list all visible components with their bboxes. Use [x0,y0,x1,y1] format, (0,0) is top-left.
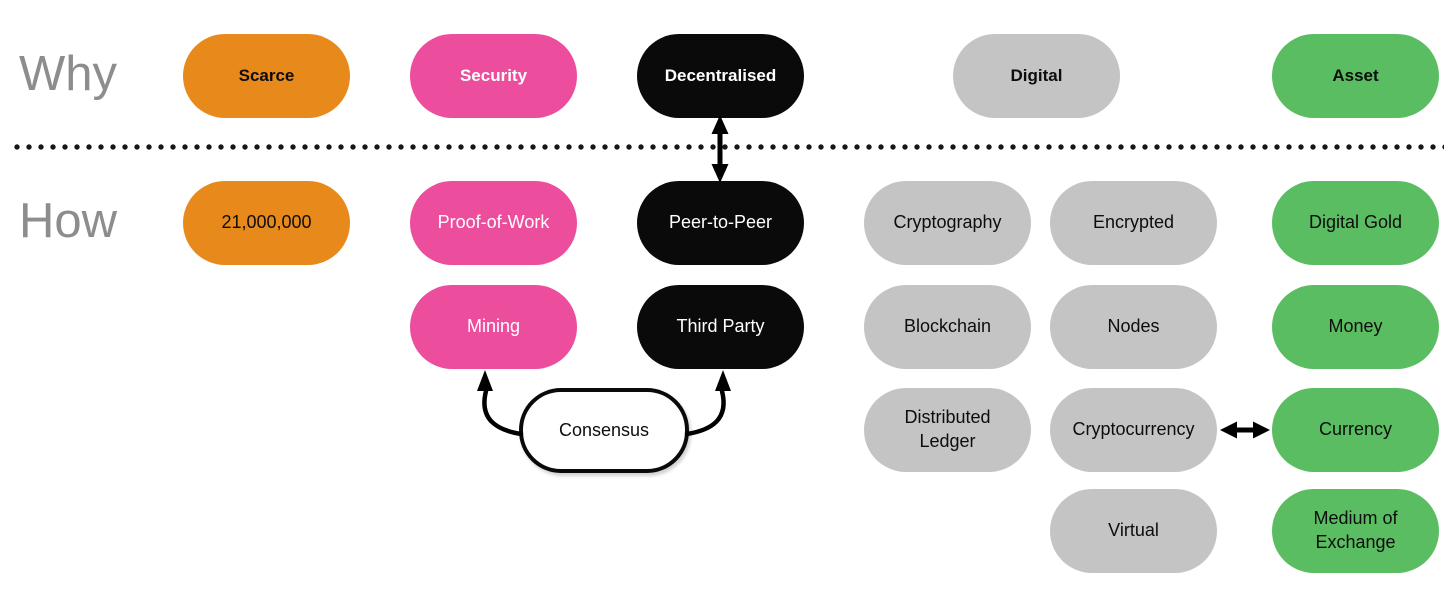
pill-consensus: Consensus [519,388,689,473]
how-row-label: How [19,194,118,248]
pill-label: Blockchain [903,316,992,337]
why-row-label: Why [19,47,117,101]
pill-label: Decentralised [664,65,777,85]
pill-asset: Asset [1272,34,1439,118]
arrow-consensus-mining [477,370,524,437]
pill-label: Money [1328,316,1383,337]
pill-label: Cryptography [893,212,1002,233]
pill-label: Currency [1318,419,1393,440]
pill-label: Nodes [1107,316,1160,337]
pill-digital: Digital [953,34,1120,118]
pill-label: Digital Gold [1308,212,1403,233]
arrow-consensus-third-party [684,370,731,437]
arrow-cryptocurrency-currency [1220,421,1270,439]
pill-digital-gold: Digital Gold [1272,181,1439,265]
pill-money: Money [1272,285,1439,369]
pill-virtual: Virtual [1050,489,1217,573]
pill-label: Scarce [238,65,295,85]
pill-supply: 21,000,000 [183,181,350,265]
pill-scarce: Scarce [183,34,350,118]
pill-blockchain: Blockchain [864,285,1031,369]
pill-proof-of-work: Proof-of-Work [410,181,577,265]
pill-label: Cryptocurrency [1072,419,1195,440]
dotted-divider [14,144,1444,150]
pill-security: Security [410,34,577,118]
pill-peer-to-peer: Peer-to-Peer [637,181,804,265]
pill-label: Security [459,65,528,85]
pill-label: Virtual [1108,520,1159,541]
pill-label: Third Party [676,316,765,337]
pill-label: Peer-to-Peer [668,212,773,233]
pill-label: Digital [1010,65,1063,85]
pill-label: Mining [466,316,521,337]
pill-encrypted: Encrypted [1050,181,1217,265]
pill-label: Medium of Exchange [1313,508,1398,552]
pill-medium-of-exchange: Medium of Exchange [1272,489,1439,573]
pill-label: Encrypted [1092,212,1175,233]
pill-label: Distributed Ledger [904,407,991,451]
pill-third-party: Third Party [637,285,804,369]
pill-mining: Mining [410,285,577,369]
pill-label: 21,000,000 [221,212,312,233]
pill-label: Asset [1332,65,1379,85]
pill-cryptocurrency: Cryptocurrency [1050,388,1217,472]
pill-label: Proof-of-Work [437,212,550,233]
pill-cryptography: Cryptography [864,181,1031,265]
pill-distributed-ledger: Distributed Ledger [864,388,1031,472]
pill-decentralised: Decentralised [637,34,804,118]
pill-label: Consensus [558,419,650,440]
pill-currency: Currency [1272,388,1439,472]
pill-nodes: Nodes [1050,285,1217,369]
